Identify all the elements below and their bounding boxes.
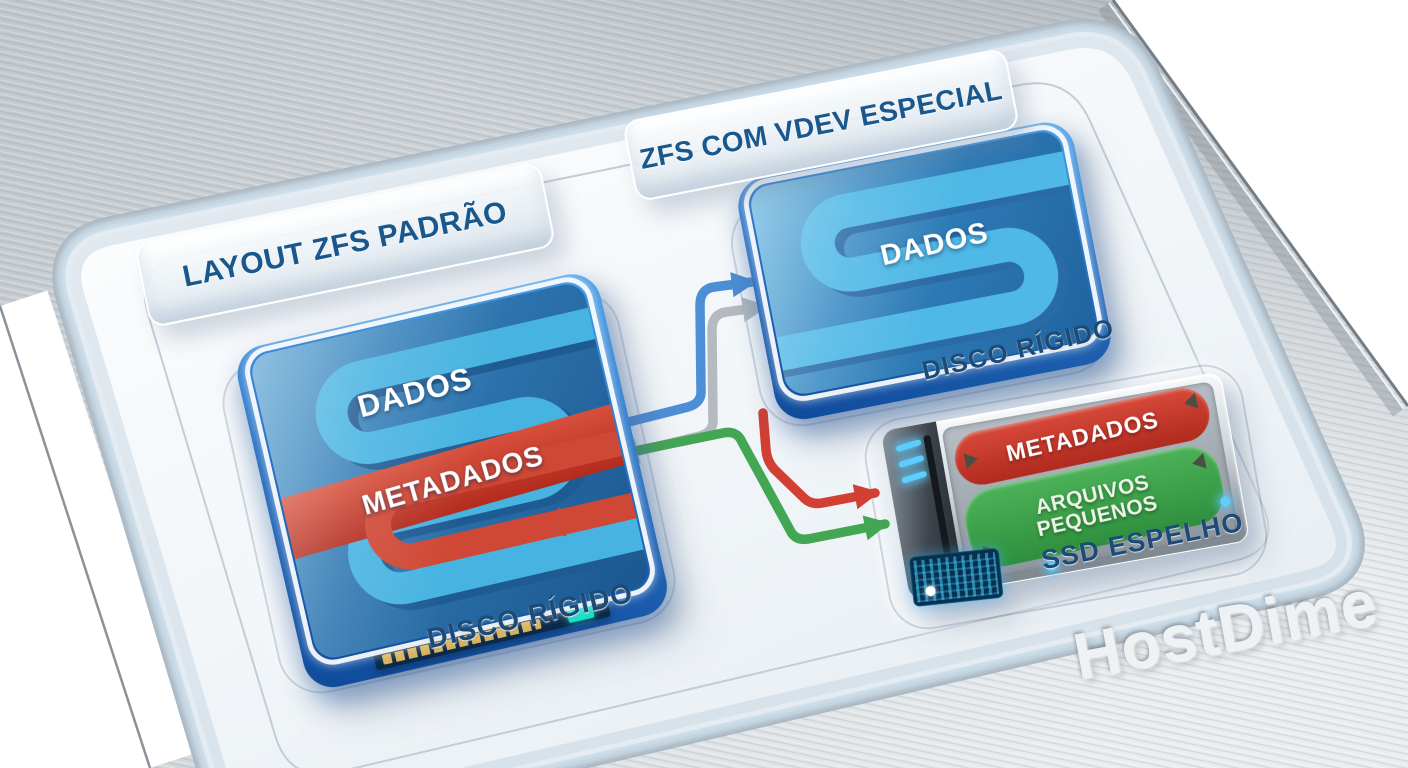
special-hdd: DADOS [733, 117, 1116, 425]
ssd-led-bar-icon [900, 470, 928, 484]
plate-top-right-edge [1111, 0, 1408, 407]
ssd-led-bar-icon [898, 454, 925, 469]
ssd-circuit-board [908, 547, 1004, 607]
band-arrow-icon [963, 450, 980, 470]
hdd-face: DADOS [747, 128, 1099, 398]
ssd-led-bar-icon [895, 438, 922, 453]
plate-left-side-face [0, 291, 196, 768]
hdd-face: DADOS METADADOS [248, 280, 652, 662]
data-metadata-pattern-svg [251, 301, 652, 611]
data-pattern-svg [756, 148, 1092, 380]
band-arrow-icon [1182, 392, 1199, 412]
standard-hdd: DADOS METADADOS [231, 268, 673, 694]
